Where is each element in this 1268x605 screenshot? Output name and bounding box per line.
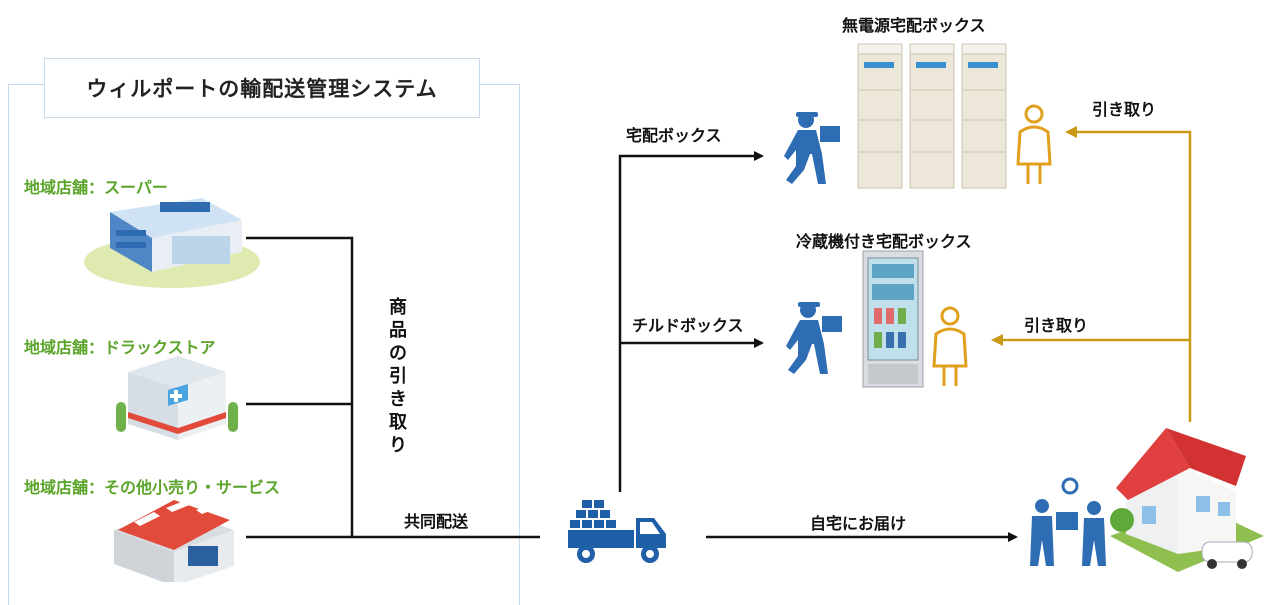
house-icon [1110,428,1264,572]
courier-icon [784,112,840,184]
unpowered-delivery-box-icon [857,43,1007,189]
store-label-other: 地域店舗：その他小売り・サービス [24,478,281,497]
courier-icon [786,302,842,374]
customer-icon [932,306,968,386]
unpowered-box-title: 無電源宅配ボックス [842,16,986,35]
supermarket-icon [84,198,260,288]
truck-icon [568,500,666,563]
pickup-goods-vertical-label: 商 品 の 引 き 取 り [389,297,407,456]
arrow-delivery-box [618,151,764,492]
home-delivery-route-label: 自宅にお届け [810,514,907,533]
pickup-arrow-top [1065,126,1192,422]
drugstore-icon [116,356,238,440]
store-label-supermarket: 地域店舗：スーパー [24,178,168,197]
pickup-label-top: 引き取り [1092,100,1157,119]
delivery-box-route-label: 宅配ボックス [626,126,722,145]
customer-icon [1016,104,1052,184]
joint-delivery-label: 共同配送 [404,512,469,531]
refrigerated-delivery-box-icon [862,250,924,388]
handover-icon [1030,477,1106,566]
system-title: ウィルポートの輸配送管理システム [44,58,480,118]
chilled-box-route-label: チルドボックス [632,316,744,335]
shop-icon [114,500,234,582]
flow-lines [246,126,1192,542]
pickup-label-middle: 引き取り [1024,316,1089,335]
refrigerated-box-title: 冷蔵機付き宅配ボックス [796,232,972,251]
store-label-drugstore: 地域店舗：ドラックストア [24,338,216,357]
store-collector-lines [246,236,540,539]
